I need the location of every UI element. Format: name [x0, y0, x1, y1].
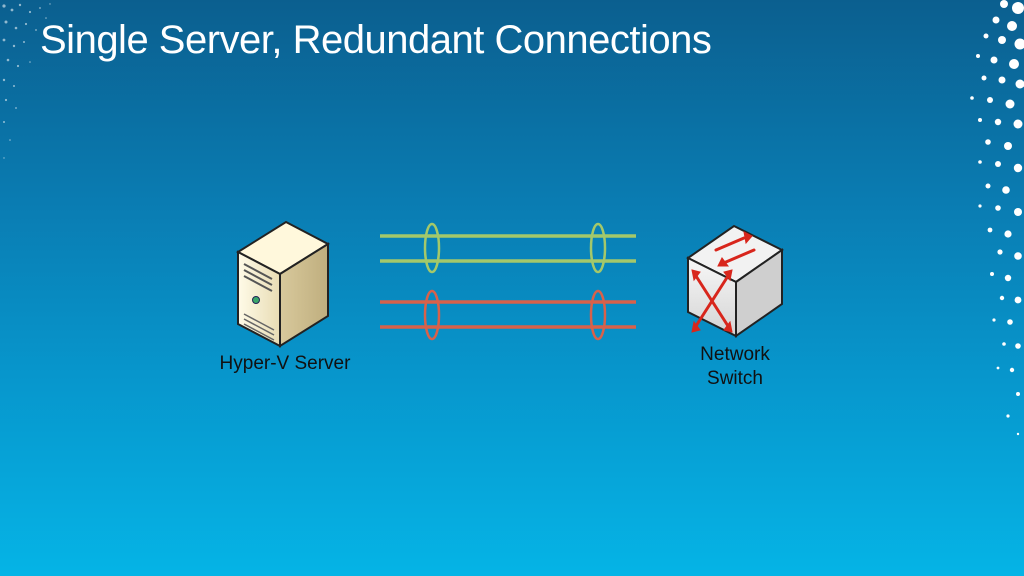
server-label: Hyper-V Server [219, 353, 351, 374]
switch-label: Network Switch [670, 343, 800, 391]
server-tower-icon [235, 220, 331, 348]
network-switch-icon [686, 224, 784, 338]
team-2-ring-right [589, 289, 607, 341]
team-1-ring-right [589, 222, 607, 274]
link-lines [380, 234, 636, 329]
switch-label-line-2: Switch [707, 368, 763, 389]
slide-title: Single Server, Redundant Connections [40, 18, 712, 62]
team-1-ring-left [423, 222, 441, 274]
team-rings [423, 222, 607, 341]
team-2-ring-left [423, 289, 441, 341]
switch-label-line-1: Network [700, 344, 770, 365]
dot-pattern-right [970, 0, 1024, 436]
dot-pattern-left [2, 3, 51, 159]
